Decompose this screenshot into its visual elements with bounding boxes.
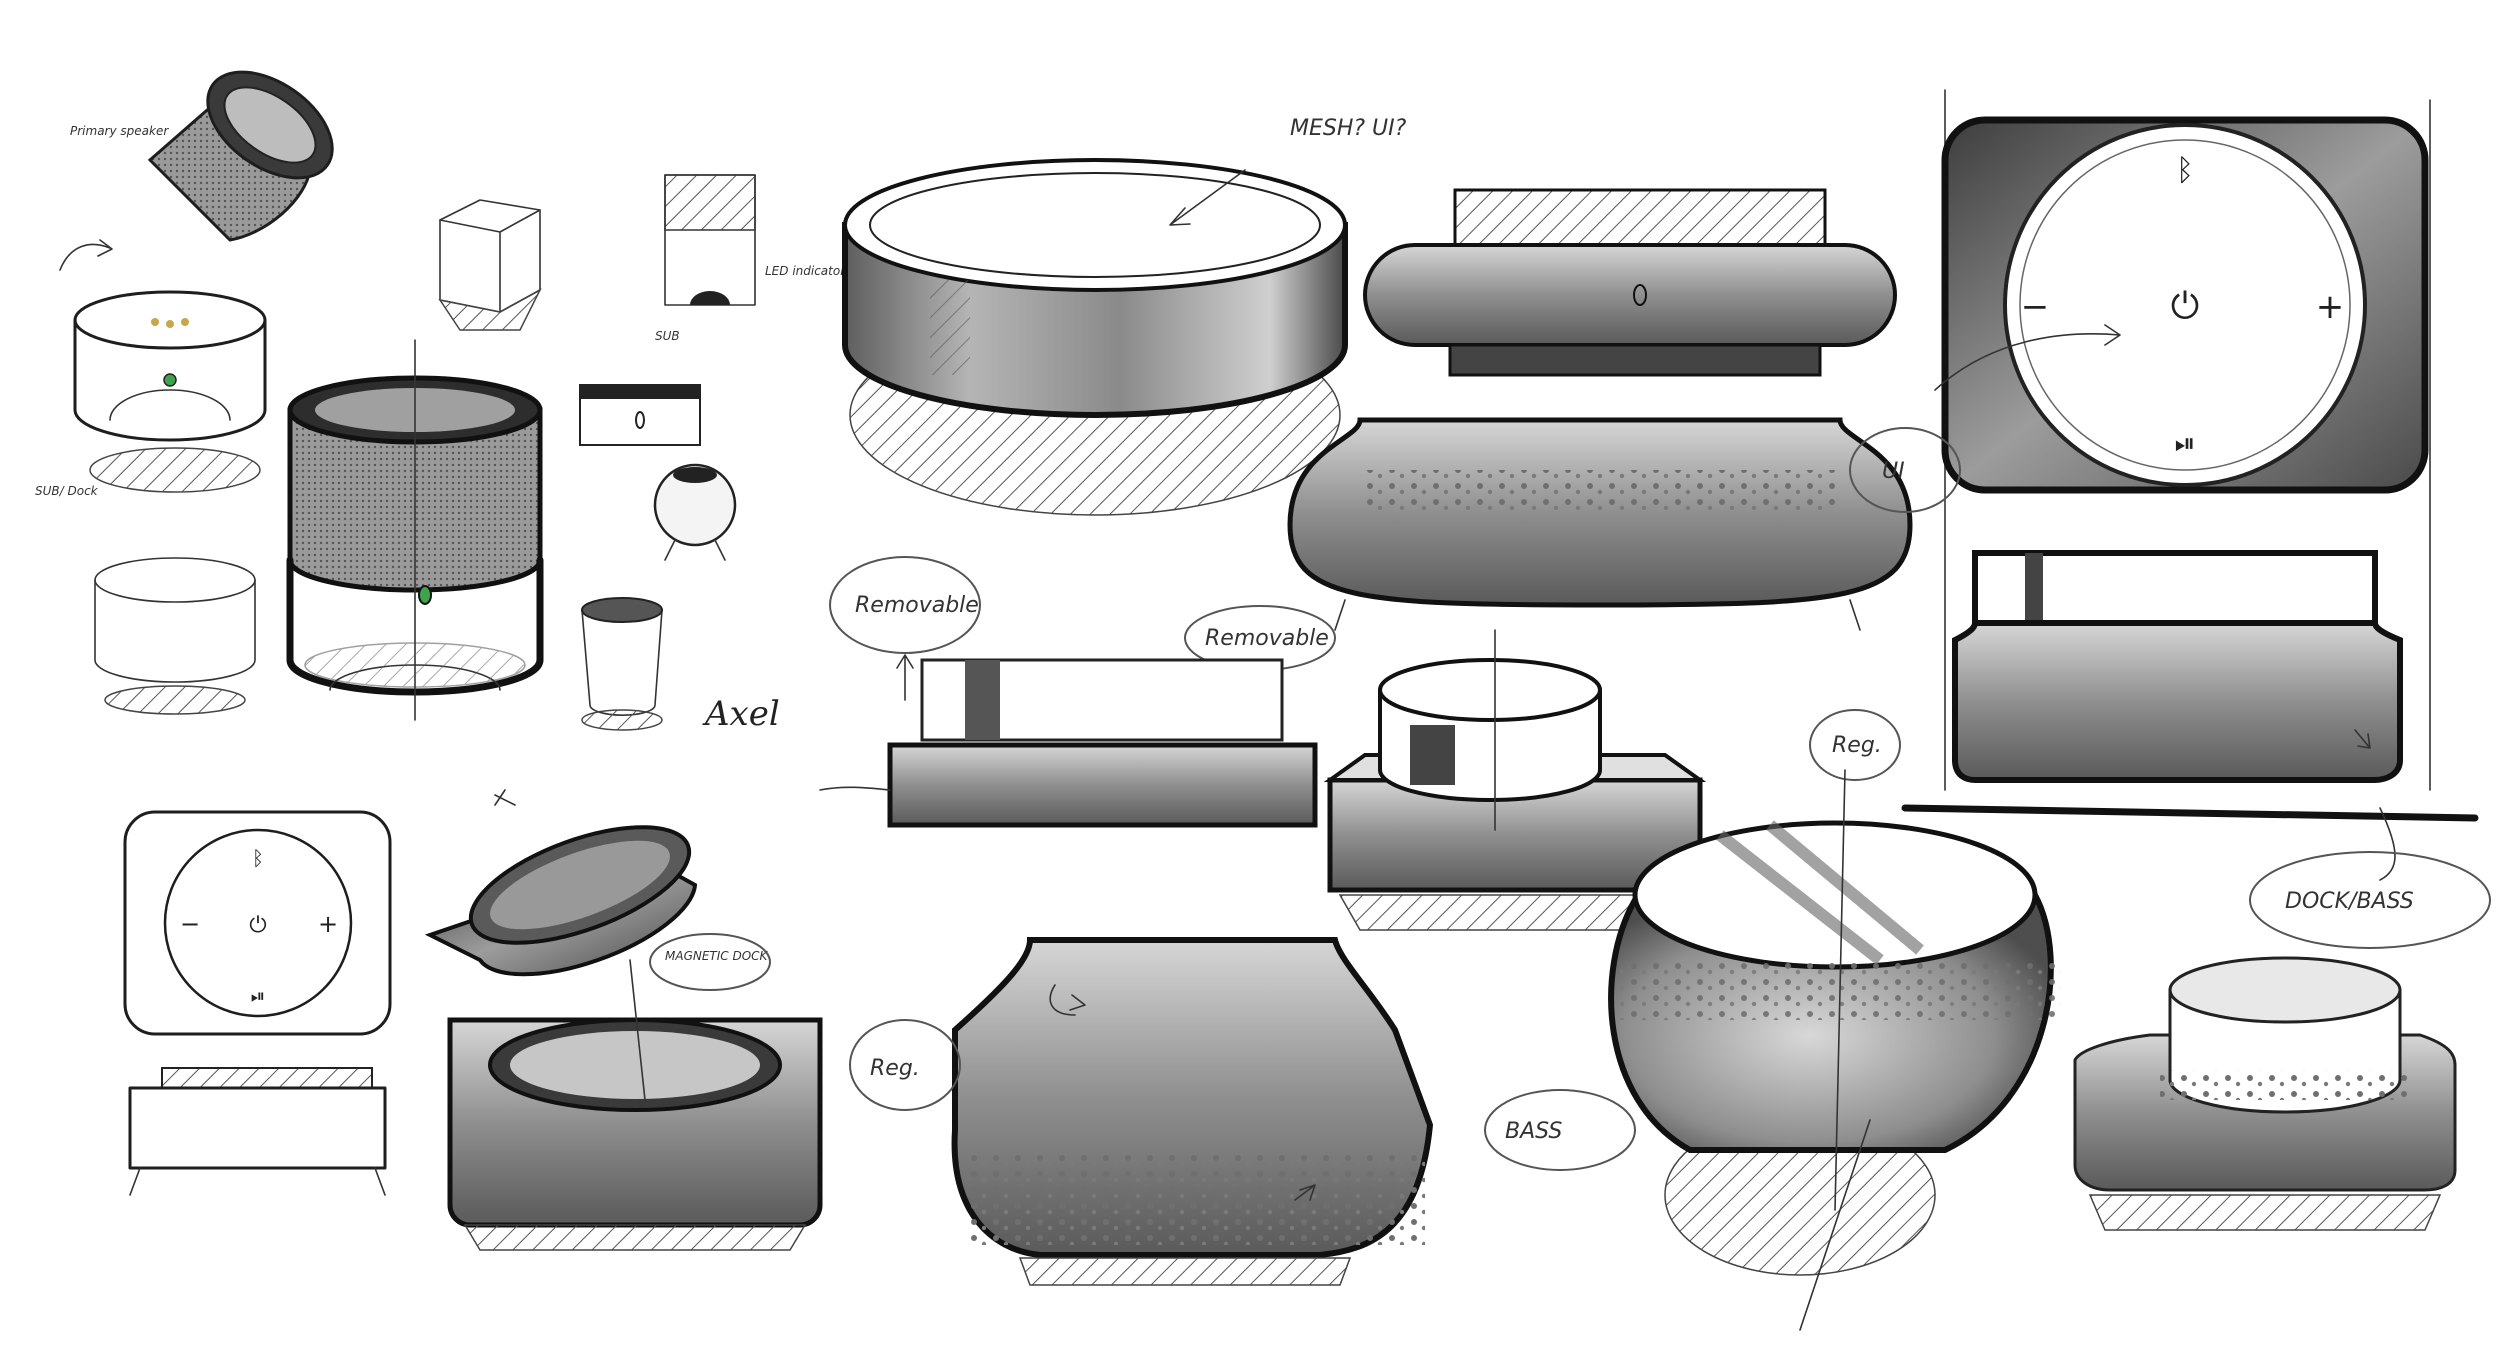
ui-label: UI — [1882, 459, 1905, 484]
control-pad-flat: ᛒ − + ⏻ ⏯ — [123, 810, 392, 1036]
bluetooth-icon: ᛒ — [252, 846, 264, 870]
dock-bass-label: DOCK/BASS — [2285, 889, 2414, 914]
led-indicator-dot — [163, 373, 177, 387]
led-indicator-dot — [418, 585, 432, 605]
power-icon: ⏻ — [2171, 286, 2199, 327]
reg-label-left: Reg. — [870, 1056, 920, 1081]
arrow-head — [97, 239, 113, 257]
small-cylinder-outline — [94, 557, 256, 715]
tall-cylinder-speaker — [286, 339, 544, 721]
stepped-base-speaker — [2073, 956, 2457, 1231]
led-indicator-label: LED indicator? — [765, 264, 852, 278]
primary-speaker-ring — [147, 70, 334, 242]
cube-speaker-sketch — [438, 199, 542, 331]
bluetooth-icon: ᛒ — [2176, 153, 2194, 188]
exploded-cylinder-sketch: Primary speaker SUB/ Dock — [35, 70, 334, 715]
designer-signature: Axel — [702, 694, 780, 734]
arrow-stroke — [59, 243, 111, 271]
small-box-sketch — [579, 384, 701, 446]
round-shallow-speaker: MESH? UI? — [842, 116, 1407, 516]
tower-speaker-sketch: LED indicator? SUB — [655, 174, 852, 343]
removable-label-center: Removable — [1205, 626, 1329, 651]
play-pause-icon: ⏯ — [251, 986, 265, 1007]
volume-down-icon: − — [2021, 287, 2050, 327]
primary-speaker-label: Primary speaker — [70, 124, 169, 138]
flared-base-speaker: DOCK/BASS — [1901, 550, 2491, 949]
cylinder-in-box-speaker: Reg. — [1323, 629, 1901, 931]
sub-dock-base — [73, 290, 267, 493]
wide-lipped-speaker: Removable — [1184, 417, 1913, 671]
magnetic-dock-label: MAGNETIC DOCK — [665, 949, 769, 963]
sub-dock-label: SUB/ Dock — [35, 484, 99, 498]
pill-speaker — [1363, 188, 1897, 377]
magnetic-dock-speaker: MAGNETIC DOCK — [424, 789, 823, 1251]
removable-bar-speaker: Removable — [819, 556, 1318, 828]
dotted-pot-speaker: Reg. — [849, 937, 1434, 1286]
volume-up-icon: + — [2316, 287, 2345, 327]
small-glass-cylinder-sketch — [581, 597, 663, 731]
low-base-sketch — [128, 1067, 387, 1196]
removable-label-left: Removable — [855, 593, 979, 618]
volume-down-icon: − — [180, 910, 200, 938]
reg-label-right: Reg. — [1832, 733, 1882, 758]
play-pause-icon: ⏯ — [2175, 429, 2196, 459]
sub-label: SUB — [655, 329, 680, 343]
bass-label: BASS — [1505, 1119, 1562, 1144]
mesh-ui-label: MESH? UI? — [1290, 116, 1407, 141]
glass-bowl-speaker: BASS — [1484, 769, 2060, 1331]
volume-up-icon: + — [318, 910, 338, 938]
power-icon: ⏻ — [249, 913, 266, 938]
small-sphere-sketch — [653, 463, 737, 561]
ui-closeup-panel: ᛒ − + ⏻ ⏯ UI — [1849, 89, 2431, 791]
